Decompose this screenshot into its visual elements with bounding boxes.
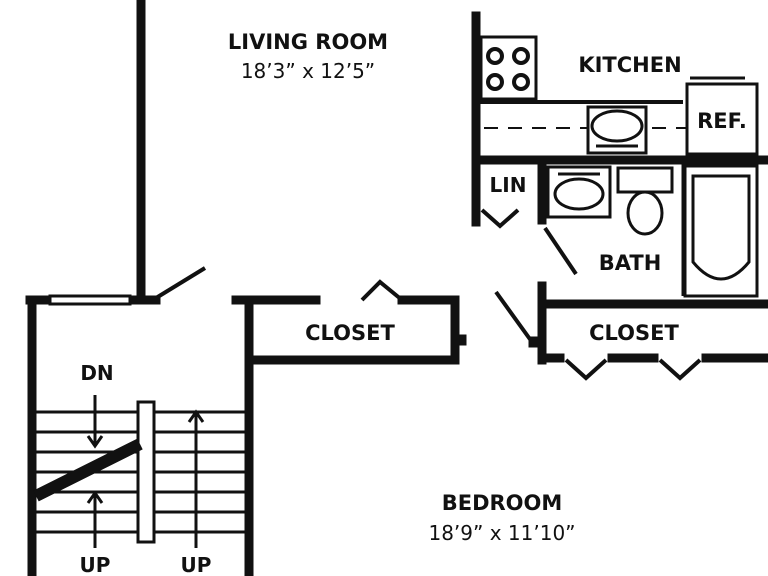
- bathtub-basin: [691, 174, 751, 281]
- stair-up-label-right: UP: [181, 553, 212, 576]
- linen-closet-door: [480, 208, 520, 229]
- kitchen-label: KITCHEN: [578, 53, 681, 77]
- stairs: [33, 395, 245, 548]
- stove: [479, 35, 538, 101]
- bath-door-swing: [543, 226, 578, 276]
- walls: [25, 0, 768, 576]
- kitchen-fixtures: REF.: [476, 35, 759, 156]
- stair-door-swing: [154, 266, 207, 300]
- stair-break-line: [33, 438, 143, 502]
- bath-label: BATH: [599, 251, 662, 275]
- stove-burner-icon: [486, 47, 504, 65]
- bedroom-door-swing: [494, 290, 534, 344]
- kitchen-sink-basin: [590, 109, 644, 143]
- living-room-dimensions: 18’3” x 12’5”: [241, 59, 375, 83]
- toilet-tank: [616, 166, 674, 194]
- up-arrow-head-icon: [187, 409, 205, 423]
- refrigerator: [685, 82, 759, 156]
- linen-label: LIN: [490, 173, 527, 197]
- bath-sink-basin: [553, 177, 605, 211]
- doors: [154, 208, 702, 381]
- stove-burner-icon: [512, 47, 530, 65]
- bedroom-dimensions: 18’9” x 11’10”: [428, 521, 575, 545]
- right-closet-door-left: [564, 358, 608, 381]
- right-door-jamb: [528, 336, 542, 348]
- stove-burner-icon: [512, 73, 530, 91]
- stove-burner-icon: [486, 73, 504, 91]
- refrigerator-label: REF.: [697, 109, 747, 133]
- stair-up-label-left: UP: [80, 553, 111, 576]
- left-closet-label: CLOSET: [305, 321, 395, 345]
- stair-threshold: [48, 294, 132, 306]
- left-closet-door: [360, 279, 404, 302]
- bedroom-door-jamb: [453, 334, 467, 346]
- bath-fixtures: [546, 164, 759, 298]
- stair-handrail: [136, 400, 156, 544]
- living-room-label: LIVING ROOM: [228, 30, 388, 54]
- bedroom-label: BEDROOM: [442, 491, 563, 515]
- down-arrow-head-icon: [86, 435, 104, 449]
- right-closet-door-right: [658, 358, 702, 381]
- stair-down-label: DN: [80, 361, 113, 385]
- right-closet-label: CLOSET: [589, 321, 679, 345]
- up-arrow-head-icon: [86, 490, 104, 504]
- toilet-bowl: [626, 190, 664, 236]
